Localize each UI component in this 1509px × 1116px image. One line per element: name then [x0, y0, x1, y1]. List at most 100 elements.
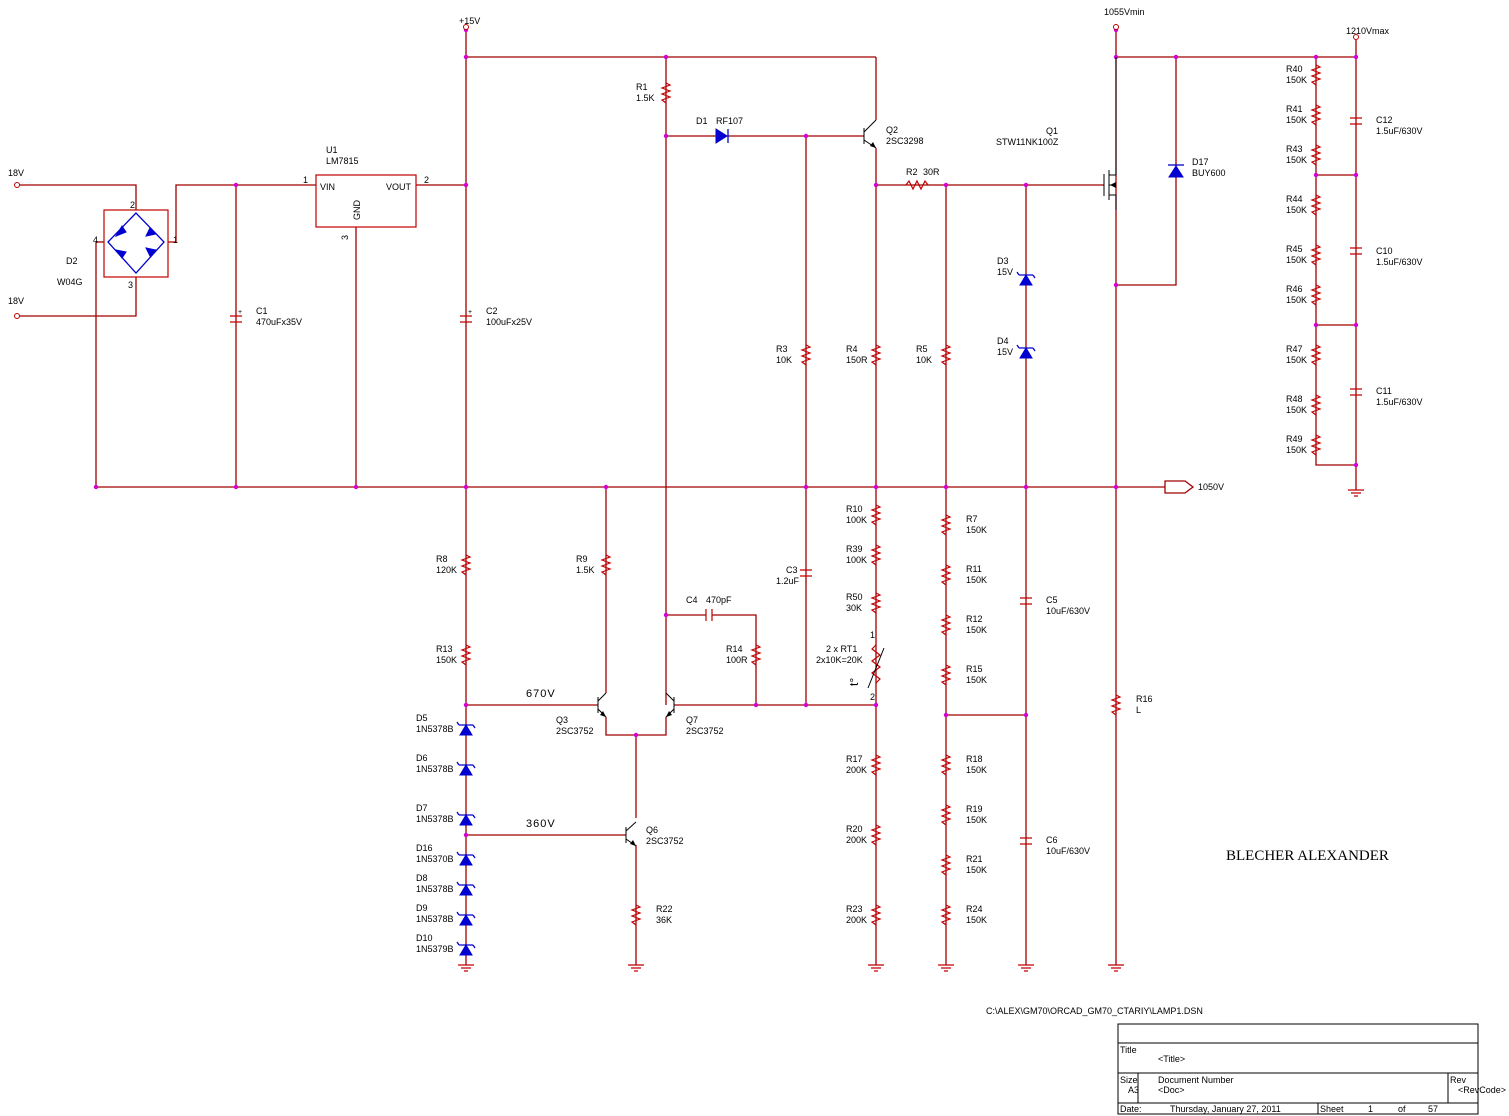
d7-value: 1N5378B — [416, 814, 454, 824]
capacitor-c4: C4 470pF — [686, 595, 732, 621]
svg-text:Document Number: Document Number — [1158, 1075, 1234, 1085]
d8-value: 1N5378B — [416, 884, 454, 894]
r18-ref: R18 — [966, 754, 983, 764]
svg-text:<Doc>: <Doc> — [1158, 1085, 1185, 1095]
svg-text:2 x RT1: 2 x RT1 — [826, 644, 857, 654]
r41-ref: R41 — [1286, 104, 1303, 114]
d2-ref: D2 — [66, 256, 78, 266]
svg-text:57: 57 — [1428, 1104, 1438, 1114]
ground-icon — [458, 964, 474, 972]
svg-text:D4: D4 — [997, 336, 1009, 346]
svg-text:Q7: Q7 — [686, 715, 698, 725]
r48-ref: R48 — [1286, 394, 1303, 404]
d6-value: 1N5378B — [416, 764, 454, 774]
ground-symbols — [458, 489, 1364, 972]
svg-text:RF107: RF107 — [716, 116, 743, 126]
svg-text:15V: 15V — [997, 267, 1013, 277]
svg-text:3: 3 — [340, 235, 350, 240]
svg-text:2SC3298: 2SC3298 — [886, 136, 924, 146]
capacitor-c2: + C2 100uFx25V — [460, 306, 532, 327]
input-18v-top: 18V — [8, 168, 24, 178]
svg-text:C6: C6 — [1046, 835, 1058, 845]
r21-ref: R21 — [966, 854, 983, 864]
zener-d4: D4 15V — [997, 336, 1036, 359]
svg-text:10uF/630V: 10uF/630V — [1046, 606, 1090, 616]
capacitor-c3: C3 1.2uF — [776, 565, 812, 586]
svg-text:Date:: Date: — [1120, 1104, 1142, 1114]
capacitor-c10: C10 1.5uF/630V — [1350, 246, 1423, 267]
r41-value: 150K — [1286, 115, 1307, 125]
ground-icon — [868, 964, 884, 972]
r50-ref: R50 — [846, 592, 863, 602]
svg-text:Size: Size — [1120, 1075, 1138, 1085]
transistor-q3: Q3 2SC3752 — [556, 692, 607, 736]
svg-text:BUY600: BUY600 — [1192, 168, 1226, 178]
r10-ref: R10 — [846, 504, 863, 514]
transistor-q2: Q2 2SC3298 — [863, 119, 924, 149]
svg-text:C1: C1 — [256, 306, 268, 316]
u1-value: LM7815 — [326, 156, 359, 166]
r5-value: 10K — [916, 355, 932, 365]
svg-text:30R: 30R — [923, 167, 940, 177]
r19-ref: R19 — [966, 804, 983, 814]
r47-ref: R47 — [1286, 344, 1303, 354]
r10-value: 100K — [846, 515, 867, 525]
r20-ref: R20 — [846, 824, 863, 834]
resistor-r2: R2 30R — [905, 167, 940, 191]
thermistor-rt1: 1 2 t° 2 x RT1 2x10K=20K — [816, 630, 885, 702]
svg-text:Q3: Q3 — [556, 715, 568, 725]
wires — [17, 30, 1357, 965]
r47-value: 150K — [1286, 355, 1307, 365]
r45-ref: R45 — [1286, 244, 1303, 254]
r5-ref: R5 — [916, 344, 928, 354]
d16-ref: D16 — [416, 843, 433, 853]
svg-text:C2: C2 — [486, 306, 498, 316]
resistors: R11.5KR310KR4150RR510KR40150KR41150KR431… — [436, 64, 1322, 926]
svg-text:Rev: Rev — [1450, 1075, 1467, 1085]
svg-text:A3: A3 — [1128, 1085, 1139, 1095]
zener-d3: D3 15V — [997, 256, 1036, 286]
ground-icon — [1108, 964, 1124, 972]
r45-value: 150K — [1286, 255, 1307, 265]
u1-ref: U1 — [326, 145, 338, 155]
ground-icon — [1018, 964, 1034, 972]
d2-value: W04G — [57, 277, 83, 287]
svg-text:2x10K=20K: 2x10K=20K — [816, 655, 863, 665]
r12-ref: R12 — [966, 614, 983, 624]
r9-ref: R9 — [576, 554, 588, 564]
svg-text:4: 4 — [93, 235, 98, 245]
capacitor-c11: C11 1.5uF/630V — [1350, 386, 1423, 407]
r14-value: 100R — [726, 655, 748, 665]
svg-text:C10: C10 — [1376, 246, 1393, 256]
d10-value: 1N5379B — [416, 944, 454, 954]
net-360v: 360V — [526, 818, 556, 830]
r46-ref: R46 — [1286, 284, 1303, 294]
r24-ref: R24 — [966, 904, 983, 914]
svg-text:Q2: Q2 — [886, 125, 898, 135]
bridge-rectifier-d2: 2 3 4 1 D2 W04G — [57, 200, 178, 290]
d5-value: 1N5378B — [416, 724, 454, 734]
d10-ref: D10 — [416, 933, 433, 943]
r44-value: 150K — [1286, 205, 1307, 215]
ground-icon — [628, 964, 644, 972]
svg-text:STW11NK100Z: STW11NK100Z — [996, 137, 1059, 147]
d7-ref: D7 — [416, 803, 428, 813]
r40-value: 150K — [1286, 75, 1307, 85]
svg-text:2: 2 — [130, 200, 135, 210]
r24-value: 150K — [966, 915, 987, 925]
r22-value: 36K — [656, 915, 672, 925]
